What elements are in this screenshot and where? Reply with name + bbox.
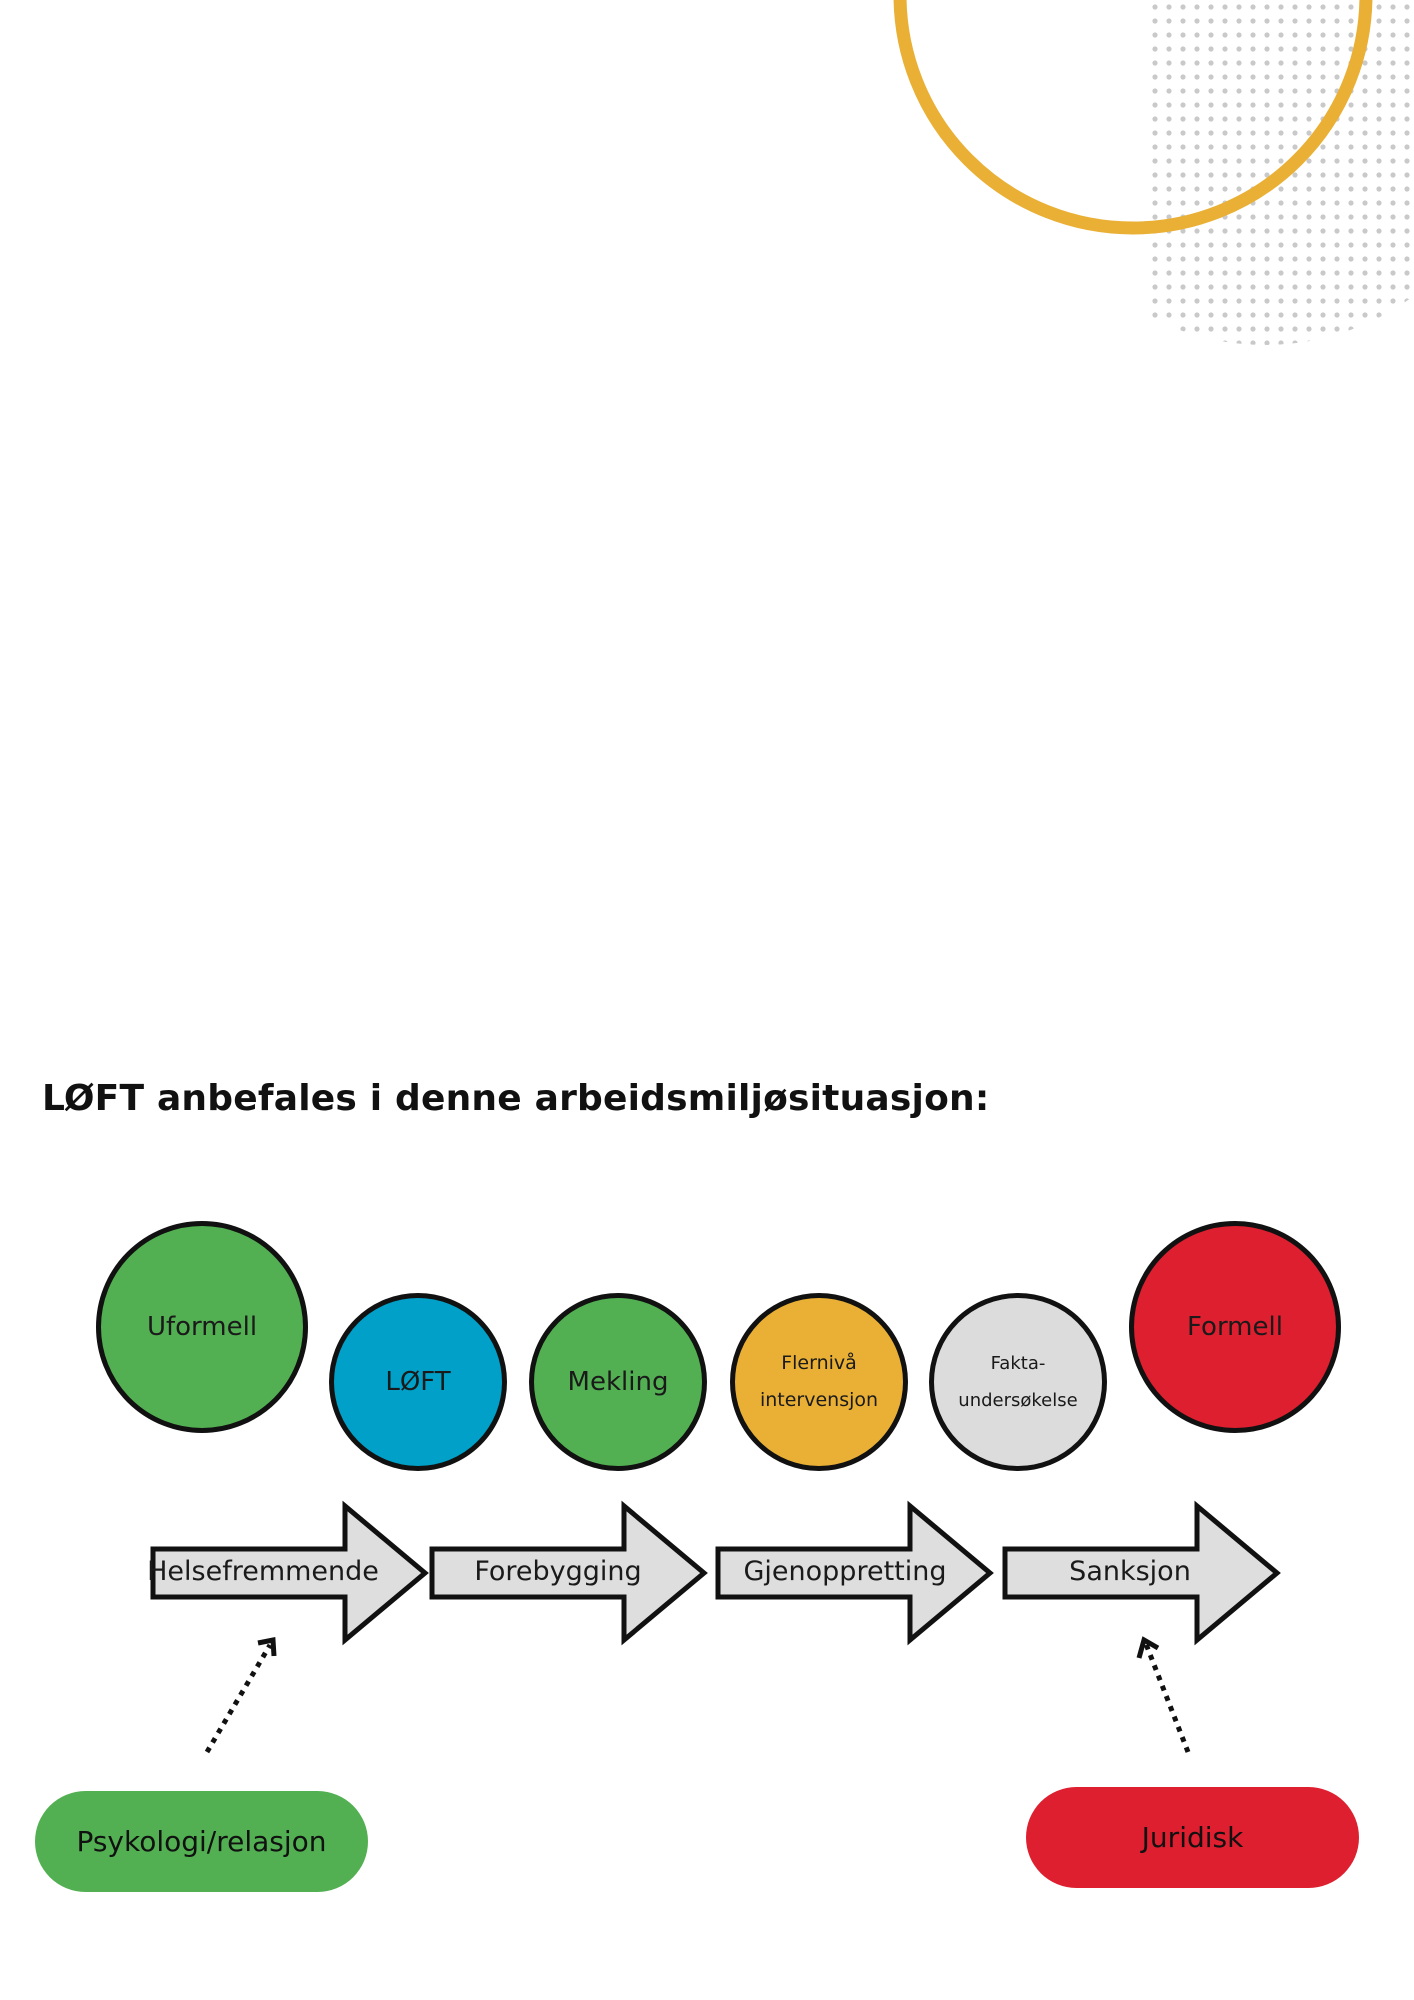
circle-faktaundersokelse: Fakta- undersøkelse — [929, 1293, 1107, 1471]
arrow-label-helsefremmende: Helsefremmende — [147, 1556, 379, 1587]
circle-fakta-label-line2: undersøkelse — [958, 1390, 1078, 1411]
circle-uformell: Uformell — [96, 1221, 308, 1433]
circle-flerniva-intervensjon: Flernivå intervensjon — [730, 1293, 908, 1471]
yellow-ring — [893, 0, 1373, 235]
circle-uformell-label: Uformell — [146, 1312, 258, 1342]
pill-juridisk: Juridisk — [1026, 1787, 1359, 1888]
circle-loft: LØFT — [329, 1293, 507, 1471]
dotted-arrow-left — [204, 1636, 277, 1754]
circle-formell-label: Formell — [1187, 1312, 1283, 1342]
circle-loft-label: LØFT — [385, 1367, 451, 1397]
circle-fakta-label-line1: Fakta- — [990, 1353, 1046, 1374]
arrow-helsefremmende — [150, 1500, 429, 1646]
pill-psykologi-label: Psykologi/relasjon — [76, 1825, 327, 1858]
pill-juridisk-label: Juridisk — [1141, 1821, 1244, 1854]
pill-psykologi-relasjon: Psykologi/relasjon — [35, 1791, 368, 1892]
arrow-sanksjon — [1002, 1500, 1281, 1646]
arrow-gjenoppretting — [715, 1500, 994, 1646]
circle-formell: Formell — [1129, 1221, 1341, 1433]
page-title: LØFT anbefales i denne arbeidsmiljøsitua… — [42, 1078, 990, 1119]
circle-flerniva-label-line2: intervensjon — [759, 1389, 879, 1411]
circle-mekling-label: Mekling — [567, 1367, 669, 1397]
arrow-label-sanksjon: Sanksjon — [1069, 1556, 1191, 1587]
arrow-forebygging — [429, 1500, 708, 1646]
circle-mekling: Mekling — [529, 1293, 707, 1471]
arrow-label-forebygging: Forebygging — [474, 1556, 642, 1587]
arrow-label-gjenoppretting: Gjenoppretting — [743, 1556, 947, 1587]
circle-flerniva-label-line1: Flernivå — [781, 1352, 857, 1374]
dotted-arrow-right — [1136, 1636, 1191, 1753]
